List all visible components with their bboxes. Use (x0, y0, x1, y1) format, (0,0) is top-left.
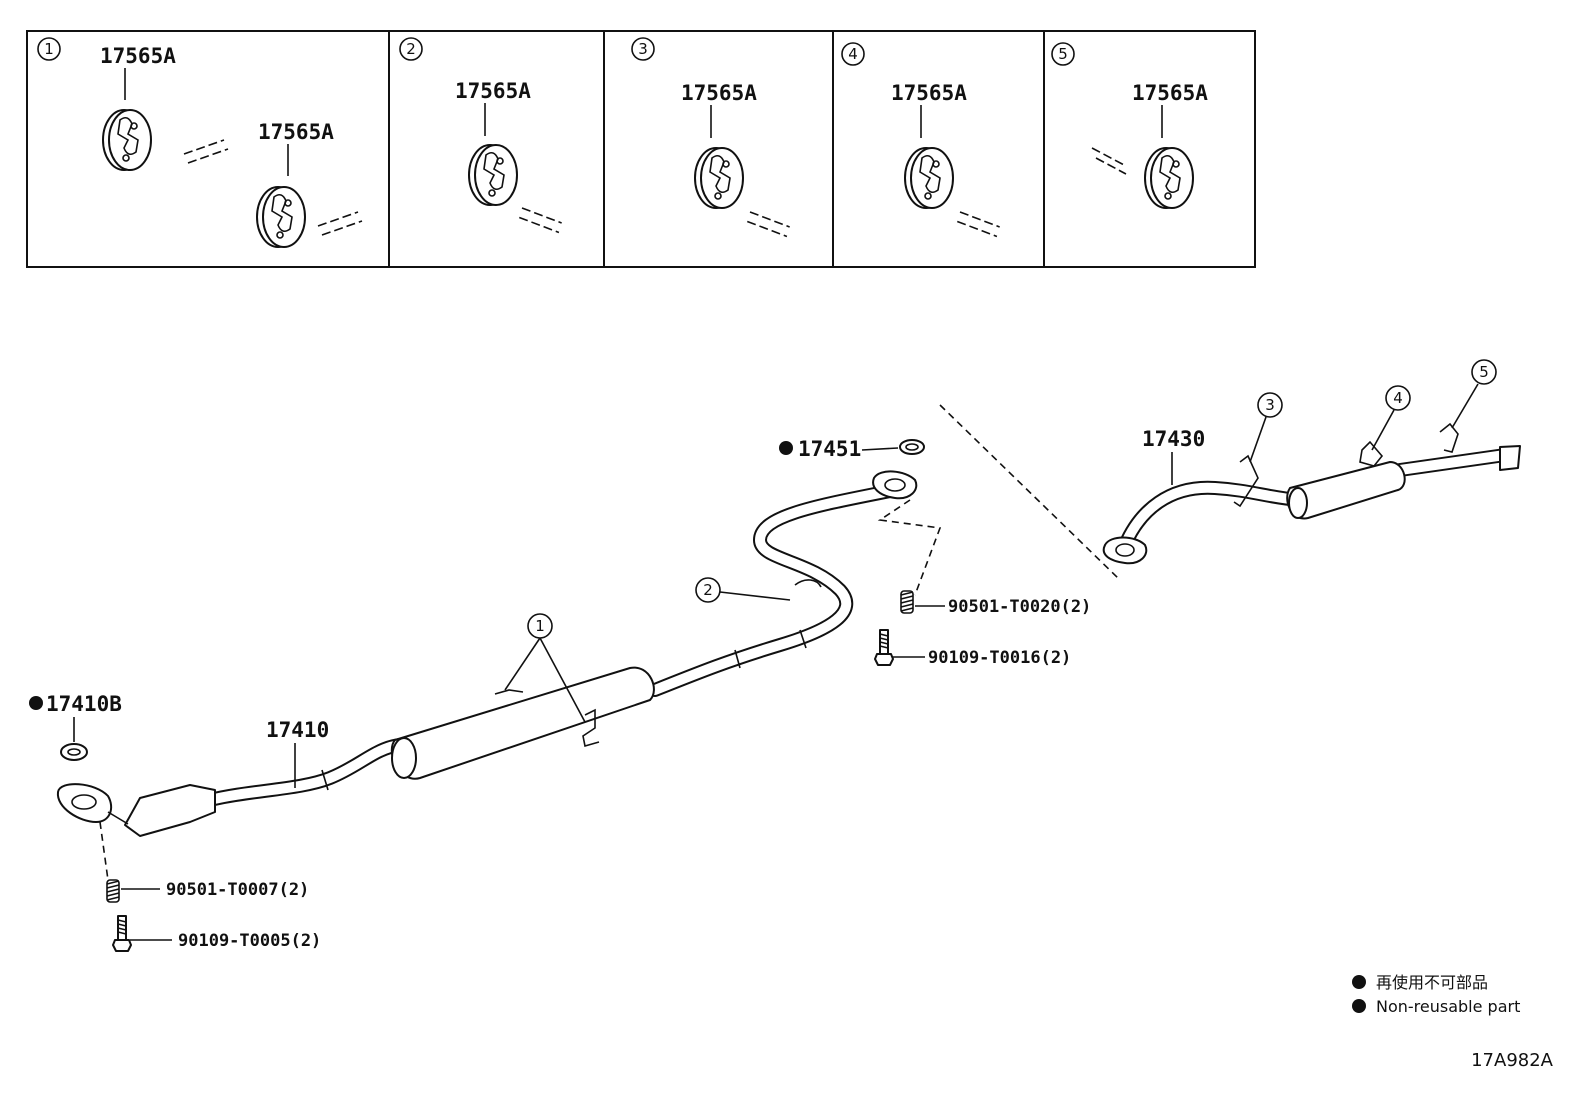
diagram-code: 17A982A (1471, 1050, 1554, 1071)
inset-4: 4 17565A (841, 42, 1004, 248)
svg-text:1: 1 (535, 617, 545, 635)
callout-3: 3 (1249, 392, 1283, 463)
hanger-rod-icon (183, 139, 229, 164)
label-90109-T0016[interactable]: 90109-T0016(2) (892, 648, 1071, 668)
exhaust-hanger-icon (102, 109, 152, 171)
sub-muffler-icon (1286, 461, 1406, 520)
pipe-hanger-bracket-icon (494, 689, 524, 695)
inset-number: 1 (44, 40, 54, 58)
exhaust-hanger-icon (904, 147, 954, 209)
part-label-17565A[interactable]: 17565A (891, 81, 967, 105)
label-17410[interactable]: 17410 (266, 718, 329, 788)
part-label-17410[interactable]: 17410 (266, 718, 329, 742)
front-exhaust-pipe-17410 (56, 470, 918, 837)
label-90109-T0005[interactable]: 90109-T0005(2) (130, 931, 321, 951)
hanger-rod-icon (515, 196, 566, 244)
label-90501-T0007[interactable]: 90501-T0007(2) (121, 880, 309, 900)
bolt-icon (874, 629, 894, 666)
catalytic-converter-icon (124, 784, 216, 837)
hanger-rod-icon (1091, 147, 1127, 175)
svg-text:2: 2 (703, 581, 713, 599)
inset-number: 4 (848, 45, 858, 63)
spring-icon (900, 590, 914, 614)
exhaust-hanger-icon (256, 186, 306, 248)
part-label-90109-T0016[interactable]: 90109-T0016(2) (928, 648, 1071, 668)
tail-hanger-bracket-icon (1439, 422, 1459, 453)
inset-5: 5 17565A (1051, 42, 1208, 209)
inset-3: 3 17565A (631, 37, 794, 248)
label-17410B[interactable]: 17410B (29, 692, 122, 742)
part-label-90501-T0020[interactable]: 90501-T0020(2) (948, 597, 1091, 617)
callout-1: 1 (504, 613, 586, 723)
middle-flange-icon (872, 470, 918, 500)
callout-5: 5 (1451, 359, 1497, 429)
front-flange-icon (56, 783, 113, 823)
hanger-rod-icon (953, 200, 1004, 248)
tail-pipe-17430 (1102, 422, 1521, 565)
tail-flange-icon (1102, 536, 1148, 565)
inset-number: 3 (638, 40, 648, 58)
main-muffler-icon (390, 666, 655, 780)
svg-text:3: 3 (1265, 396, 1275, 414)
inset-number: 5 (1058, 45, 1068, 63)
part-label-90109-T0005[interactable]: 90109-T0005(2) (178, 931, 321, 951)
non-reusable-dot-icon (1352, 999, 1366, 1013)
bolt-icon (112, 915, 132, 952)
part-label-17565A[interactable]: 17565A (100, 44, 176, 68)
non-reusable-dot-icon (779, 441, 793, 455)
callout-2: 2 (695, 577, 791, 603)
part-label-17565A[interactable]: 17565A (681, 81, 757, 105)
legend: 再使用不可部品 Non-reusable part (1352, 973, 1520, 1016)
pipe-hanger-bracket-icon (582, 708, 600, 748)
legend-text-en: Non-reusable part (1376, 997, 1520, 1016)
tail-hanger-bracket-icon (1359, 440, 1384, 467)
gasket-17410B-icon (60, 743, 88, 761)
pipe-hanger-bracket-icon (794, 579, 822, 588)
part-label-17451[interactable]: 17451 (798, 437, 861, 461)
part-label-90501-T0007[interactable]: 90501-T0007(2) (166, 880, 309, 900)
inset-number: 2 (406, 40, 416, 58)
hanger-inset-panel: 1 17565A 17565A 2 17565A 3 17565A (26, 30, 1256, 268)
callout-4: 4 (1371, 385, 1411, 451)
part-label-17565A[interactable]: 17565A (1132, 81, 1208, 105)
inset-2: 2 17565A (399, 37, 566, 244)
legend-text-jp: 再使用不可部品 (1376, 973, 1488, 992)
label-17430[interactable]: 17430 (1142, 427, 1205, 485)
tail-tip-icon (1499, 445, 1521, 471)
part-label-17430[interactable]: 17430 (1142, 427, 1205, 451)
part-label-17565A[interactable]: 17565A (455, 79, 531, 103)
exhaust-hanger-icon (1144, 147, 1194, 209)
inset-frame (26, 30, 1256, 268)
hanger-rod-icon (743, 200, 794, 248)
exhaust-hanger-icon (694, 147, 744, 209)
svg-text:4: 4 (1393, 389, 1403, 407)
gasket-17451-icon (899, 439, 925, 455)
non-reusable-dot-icon (29, 696, 43, 710)
tail-hanger-bracket-icon (1233, 454, 1259, 508)
svg-text:5: 5 (1479, 363, 1489, 381)
exhaust-hanger-icon (468, 144, 518, 206)
label-90501-T0020[interactable]: 90501-T0020(2) (915, 597, 1091, 617)
non-reusable-dot-icon (1352, 975, 1366, 989)
part-label-17410B[interactable]: 17410B (46, 692, 122, 716)
spring-icon (106, 879, 120, 903)
hanger-rod-icon (317, 211, 363, 236)
label-17451[interactable]: 17451 (779, 437, 899, 461)
inset-1: 1 17565A 17565A (37, 37, 363, 248)
part-label-17565A[interactable]: 17565A (258, 120, 334, 144)
